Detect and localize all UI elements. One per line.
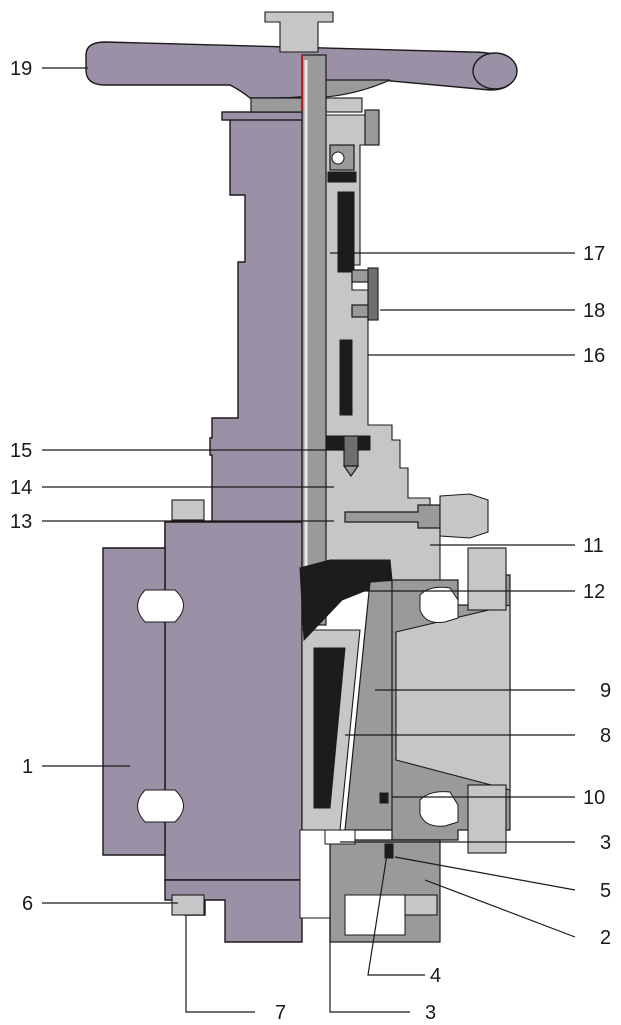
callout-3-upper: 3 xyxy=(600,832,611,854)
callout-17: 17 xyxy=(583,243,605,265)
callout-11: 11 xyxy=(583,535,604,557)
leader-5 xyxy=(394,856,576,891)
valve-body-left xyxy=(102,111,305,943)
bonnet-cutaway xyxy=(303,109,489,591)
callout-7: 7 xyxy=(275,1002,286,1024)
callout-6: 6 xyxy=(22,893,33,915)
callout-15: 15 xyxy=(10,440,32,462)
callout-16: 16 xyxy=(583,345,605,367)
callout-19: 19 xyxy=(10,58,32,80)
leader-lines xyxy=(42,67,576,1013)
callout-1: 1 xyxy=(22,756,33,778)
callout-13: 13 xyxy=(10,511,32,533)
callout-3-lower: 3 xyxy=(425,1002,436,1024)
callout-10: 10 xyxy=(583,787,605,809)
callout-14: 14 xyxy=(10,477,32,499)
leader-3b xyxy=(329,845,410,1013)
leader-4 xyxy=(367,847,425,976)
callout-numbers: 19 17 18 16 15 14 13 11 12 9 8 1 10 3 5 … xyxy=(10,58,611,1024)
callout-2: 2 xyxy=(600,927,611,949)
gate-and-seat xyxy=(171,499,511,943)
leader-7 xyxy=(185,915,255,1013)
stem xyxy=(301,54,327,626)
callout-8: 8 xyxy=(600,725,611,747)
callout-12: 12 xyxy=(583,581,605,603)
callout-4: 4 xyxy=(430,965,441,987)
callout-18: 18 xyxy=(583,300,605,322)
callout-5: 5 xyxy=(600,880,611,902)
callout-9: 9 xyxy=(600,680,611,702)
leader-2 xyxy=(424,879,576,938)
